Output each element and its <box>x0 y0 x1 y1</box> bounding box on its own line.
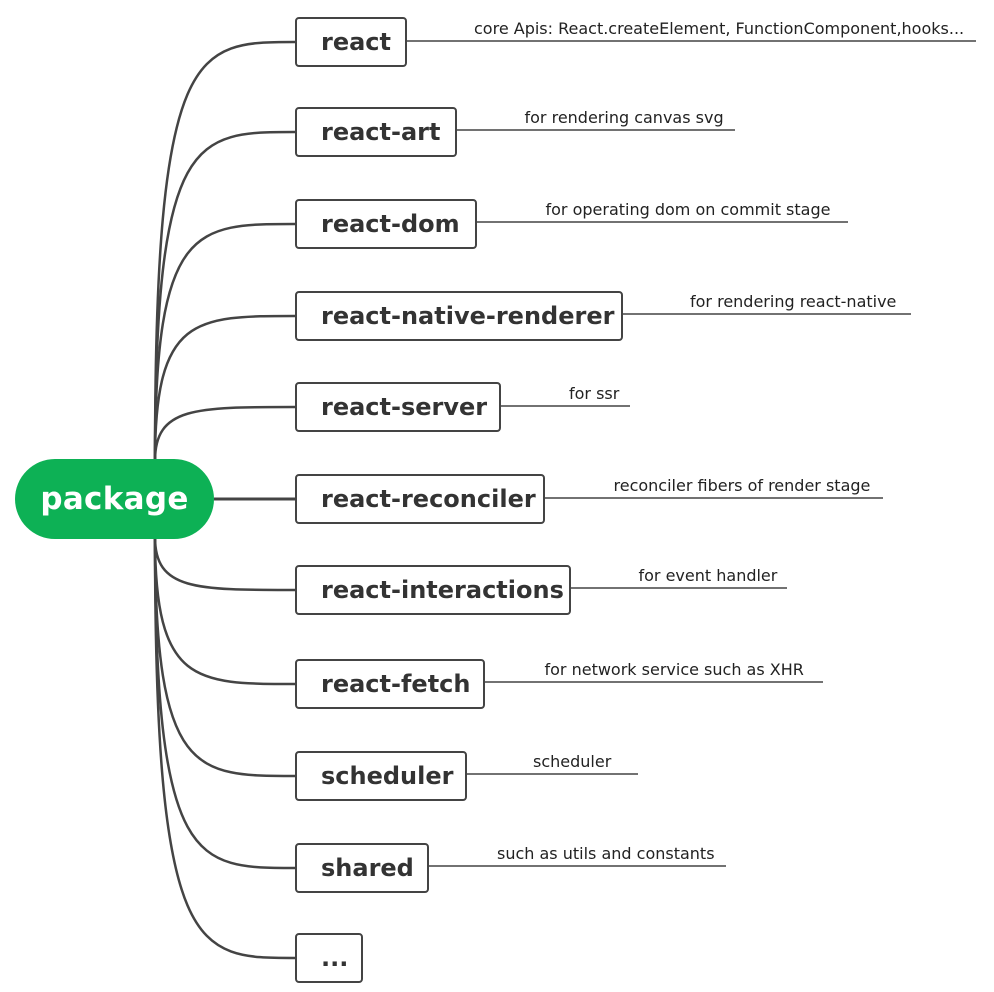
connector-react-native-renderer <box>153 314 296 462</box>
description-react-dom: for operating dom on commit stage <box>545 200 831 219</box>
package-node-label: react <box>321 28 392 56</box>
package-node-react-fetch[interactable]: react-fetch <box>295 659 485 709</box>
connector-more <box>153 536 296 960</box>
package-node-react-art[interactable]: react-art <box>295 107 457 157</box>
description-react-server: for ssr <box>569 384 620 403</box>
package-node-scheduler[interactable]: scheduler <box>295 751 467 801</box>
connector-react-art <box>153 130 296 462</box>
connector-react-fetch <box>153 536 296 686</box>
description-shared: such as utils and constants <box>497 844 715 863</box>
package-node-label: react-dom <box>321 210 460 238</box>
description-react-native-renderer: for rendering react-native <box>690 292 897 311</box>
package-node-label: scheduler <box>321 762 454 790</box>
package-node-react-server[interactable]: react-server <box>295 382 501 432</box>
package-node-more[interactable]: ... <box>295 933 363 983</box>
package-node-react-native-renderer[interactable]: react-native-renderer <box>295 291 623 341</box>
connector-shared <box>153 536 296 870</box>
package-node-label: react-interactions <box>321 576 564 604</box>
connector-react-server <box>153 405 296 462</box>
package-node-react-reconciler[interactable]: react-reconciler <box>295 474 545 524</box>
package-node-label: react-fetch <box>321 670 471 698</box>
description-react-interactions: for event handler <box>638 566 778 585</box>
package-node-label: react-server <box>321 393 488 421</box>
root-node-package[interactable]: package <box>15 459 214 539</box>
connector-react-interactions <box>153 536 296 592</box>
package-node-label: ... <box>321 944 349 972</box>
connector-scheduler <box>153 536 296 778</box>
root-node-label: package <box>40 481 189 517</box>
description-react: core Apis: React.createElement, Function… <box>474 19 965 38</box>
package-node-react-dom[interactable]: react-dom <box>295 199 477 249</box>
package-node-label: shared <box>321 854 414 882</box>
package-node-label: react-art <box>321 118 441 146</box>
package-node-shared[interactable]: shared <box>295 843 429 893</box>
package-node-label: react-native-renderer <box>321 302 615 330</box>
package-node-label: react-reconciler <box>321 485 536 513</box>
description-react-fetch: for network service such as XHR <box>544 660 804 679</box>
description-react-reconciler: reconciler fibers of render stage <box>613 476 871 495</box>
package-node-react-interactions[interactable]: react-interactions <box>295 565 571 615</box>
connector-react-dom <box>153 222 296 462</box>
package-node-react[interactable]: react <box>295 17 407 67</box>
description-scheduler: scheduler <box>533 752 612 771</box>
connector-react <box>153 40 296 462</box>
description-react-art: for rendering canvas svg <box>524 108 724 127</box>
